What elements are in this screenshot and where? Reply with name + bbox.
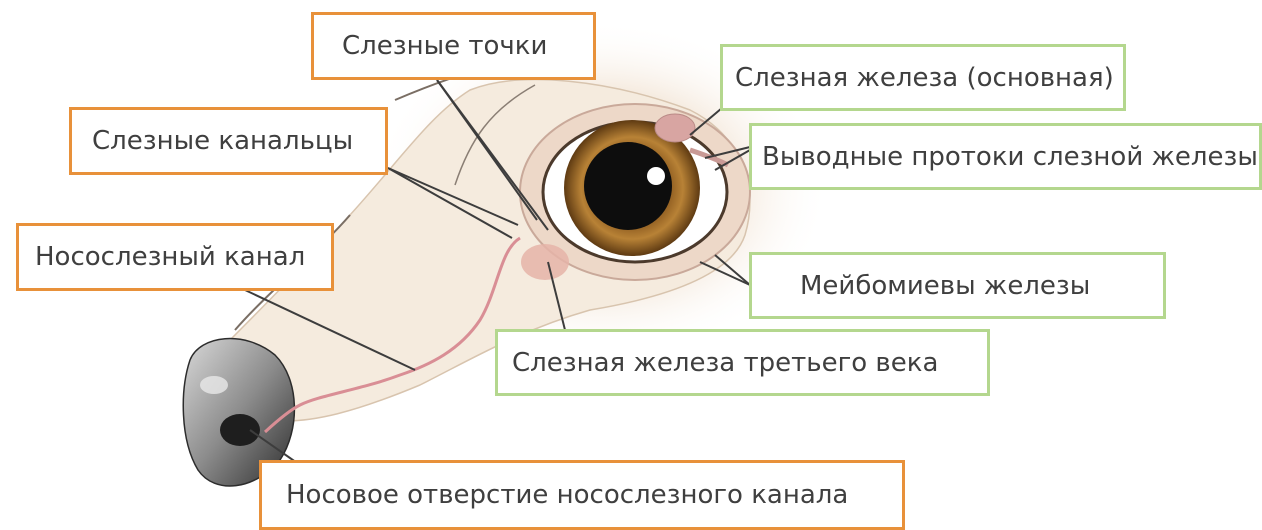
label-main-gland: Слезная железа (основная): [720, 44, 1126, 111]
label-puncta: Слезные точки: [311, 12, 596, 80]
third-eyelid-gland: [521, 244, 569, 280]
pupil: [584, 142, 672, 230]
eye-highlight: [647, 167, 665, 185]
label-nasolacrimal-duct: Носослезный канал: [16, 223, 334, 291]
main-lacrimal-gland: [655, 114, 695, 142]
label-third-eyelid-gland: Слезная железа третьего века: [495, 329, 990, 396]
nostril-highlight: [200, 376, 228, 394]
nostril: [220, 414, 260, 446]
label-nasal-opening: Носовое отверстие носослезного канала: [259, 460, 905, 530]
label-meibomian: Мейбомиевы железы: [749, 252, 1166, 319]
label-canaliculi: Слезные канальцы: [69, 107, 388, 175]
label-gland-ducts: Выводные протоки слезной железы: [749, 123, 1262, 190]
